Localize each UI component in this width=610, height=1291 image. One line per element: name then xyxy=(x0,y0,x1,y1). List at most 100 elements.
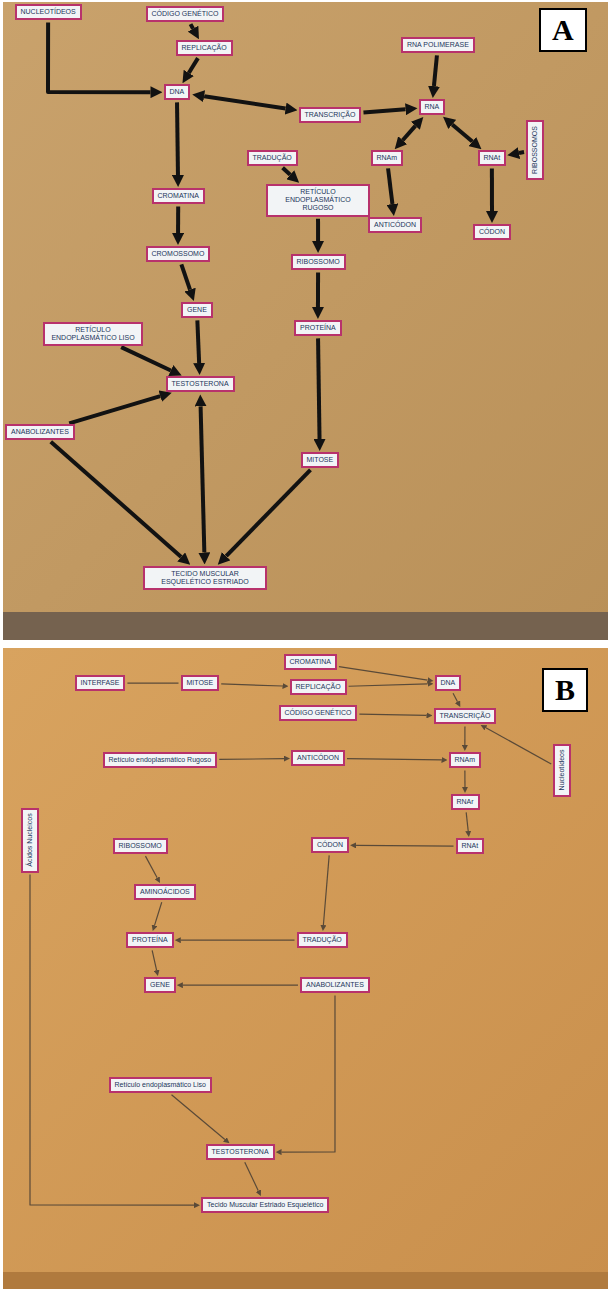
concept-box: MITOSE xyxy=(181,675,220,691)
panel-letter: B xyxy=(542,668,588,712)
concept-text: INTERFASE xyxy=(81,679,120,687)
concept-box: CÓDON xyxy=(311,837,349,853)
concept-text: RNAt xyxy=(462,842,479,850)
concept-box: TRANSCRIÇÃO xyxy=(434,708,497,724)
vertical-concept-box: RIBOSSOMOS xyxy=(526,120,544,180)
concept-box: RIBOSSOMO xyxy=(291,254,346,270)
concept-box: TRANSCRIÇÃO xyxy=(299,107,362,123)
concept-text: CÓDON xyxy=(317,841,343,849)
concept-box: NUCLEOTÍDEOS xyxy=(15,4,82,20)
connector-arrow xyxy=(69,396,160,423)
concept-box: CÓDIGO GENÉTICO xyxy=(279,705,358,721)
connector-arrow xyxy=(175,102,180,175)
connector-arrow xyxy=(152,950,156,970)
concept-text: AMINOÁCIDOS xyxy=(140,888,190,896)
concept-box: CÓDON xyxy=(473,224,511,240)
concept-text: RIBOSSOMO xyxy=(119,842,162,850)
concept-box: PROTEÍNA xyxy=(126,932,174,948)
concept-box: RNAt xyxy=(456,838,485,854)
connector-arrow xyxy=(519,150,524,155)
concept-box: TRADUÇÃO xyxy=(297,932,348,948)
concept-text: ANABOLIZANTES xyxy=(11,428,69,436)
connector-arrow xyxy=(48,22,151,92)
vertical-concept-box: Nucleotídeos xyxy=(553,744,571,797)
connector-arrow xyxy=(145,856,157,878)
concept-text: REPLICAÇÃO xyxy=(296,683,341,691)
concept-box: TESTOSTERONA xyxy=(166,376,235,392)
concept-text: ANABOLIZANTES xyxy=(306,981,364,989)
concept-text: NUCLEOTÍDEOS xyxy=(21,8,76,16)
connector-arrow xyxy=(127,683,178,684)
connector-arrow xyxy=(316,219,320,241)
concept-text: TECIDO MUSCULAR ESQUELÉTICO ESTRIADO xyxy=(149,570,261,587)
concept-text: CÓDON xyxy=(479,228,505,236)
concept-text: CROMATINA xyxy=(290,658,331,666)
concept-box: Retículo endoplasmático Liso xyxy=(109,1077,212,1093)
concept-box: RNA POLIMERASE xyxy=(401,37,475,53)
connector-arrow xyxy=(318,338,319,439)
concept-text: PROTEÍNA xyxy=(300,324,336,332)
concept-text: RNA xyxy=(425,103,440,111)
concept-text: RNAr xyxy=(457,798,474,806)
concept-box: CROMATINA xyxy=(284,654,337,670)
concept-box: ANTICÓDON xyxy=(368,217,422,233)
concept-text: RIBOSSOMOS xyxy=(531,126,539,174)
concept-text: Retículo endoplasmático Rugoso xyxy=(109,756,212,764)
concept-text: MITOSE xyxy=(307,456,334,464)
table-edge xyxy=(3,612,608,640)
connector-arrow xyxy=(490,168,494,211)
connector-arrow xyxy=(339,667,428,681)
connector-arrow xyxy=(359,714,426,715)
concept-text: TRANSCRIÇÃO xyxy=(305,111,356,119)
connector-arrow xyxy=(453,693,457,702)
connector-arrow xyxy=(121,347,171,370)
connector-arrow xyxy=(349,684,428,686)
concept-text: Tecido Muscular Estriado Esquelético xyxy=(207,1201,323,1209)
concept-text: RETÍCULO ENDOPLASMÁTICO RUGOSO xyxy=(272,188,364,213)
concept-box: TESTOSTERONA xyxy=(206,1144,275,1160)
connector-arrow xyxy=(181,940,295,941)
concept-text: TESTOSTERONA xyxy=(212,1148,269,1156)
concept-text: TRADUÇÃO xyxy=(303,936,342,944)
concept-box: CÓDIGO GENÉTICO xyxy=(146,6,225,22)
paper-sheet xyxy=(3,2,608,640)
connector-arrow xyxy=(282,995,335,1152)
concept-text: TRADUÇÃO xyxy=(253,154,292,162)
concept-text: RNAt xyxy=(484,154,501,162)
concept-box: AMINOÁCIDOS xyxy=(134,884,196,900)
paper-shadow xyxy=(3,1272,608,1289)
concept-box: GENE xyxy=(181,302,213,318)
paper-sheet xyxy=(3,648,608,1289)
connector-arrow xyxy=(283,168,291,175)
concept-box: CROMATINA xyxy=(152,188,205,204)
connector-arrow xyxy=(201,406,205,552)
concept-box: REPLICAÇÃO xyxy=(290,679,347,695)
connector-arrow xyxy=(172,1095,225,1140)
connector-arrow xyxy=(388,168,392,204)
connector-arrow xyxy=(466,812,468,831)
concept-text: TESTOSTERONA xyxy=(172,380,229,388)
connector-arrow xyxy=(189,58,198,73)
concept-box: DNA xyxy=(164,84,191,100)
connector-arrow xyxy=(486,728,551,764)
connector-arrow xyxy=(197,320,199,363)
concept-box: TRADUÇÃO xyxy=(247,150,298,166)
concept-text: ANTICÓDON xyxy=(297,754,339,762)
concept-text: MITOSE xyxy=(187,679,214,687)
connector-arrow xyxy=(30,875,194,1206)
concept-text: RNA POLIMERASE xyxy=(407,41,469,49)
concept-text: Nucleotídeos xyxy=(558,750,566,791)
concept-text: RIBOSSOMO xyxy=(297,258,340,266)
panel-letter: A xyxy=(539,8,587,52)
concept-text: RNAm xyxy=(377,154,398,162)
connector-arrow xyxy=(155,902,162,925)
concept-box: ANTICÓDON xyxy=(291,750,345,766)
connector-arrow xyxy=(221,684,282,686)
concept-text: GENE xyxy=(187,306,207,314)
connector-arrow xyxy=(356,845,453,847)
connector-arrow xyxy=(452,124,472,141)
concept-box: ANABOLIZANTES xyxy=(300,977,370,993)
connector-arrow xyxy=(245,1162,259,1190)
concept-box: RNAm xyxy=(449,752,482,768)
